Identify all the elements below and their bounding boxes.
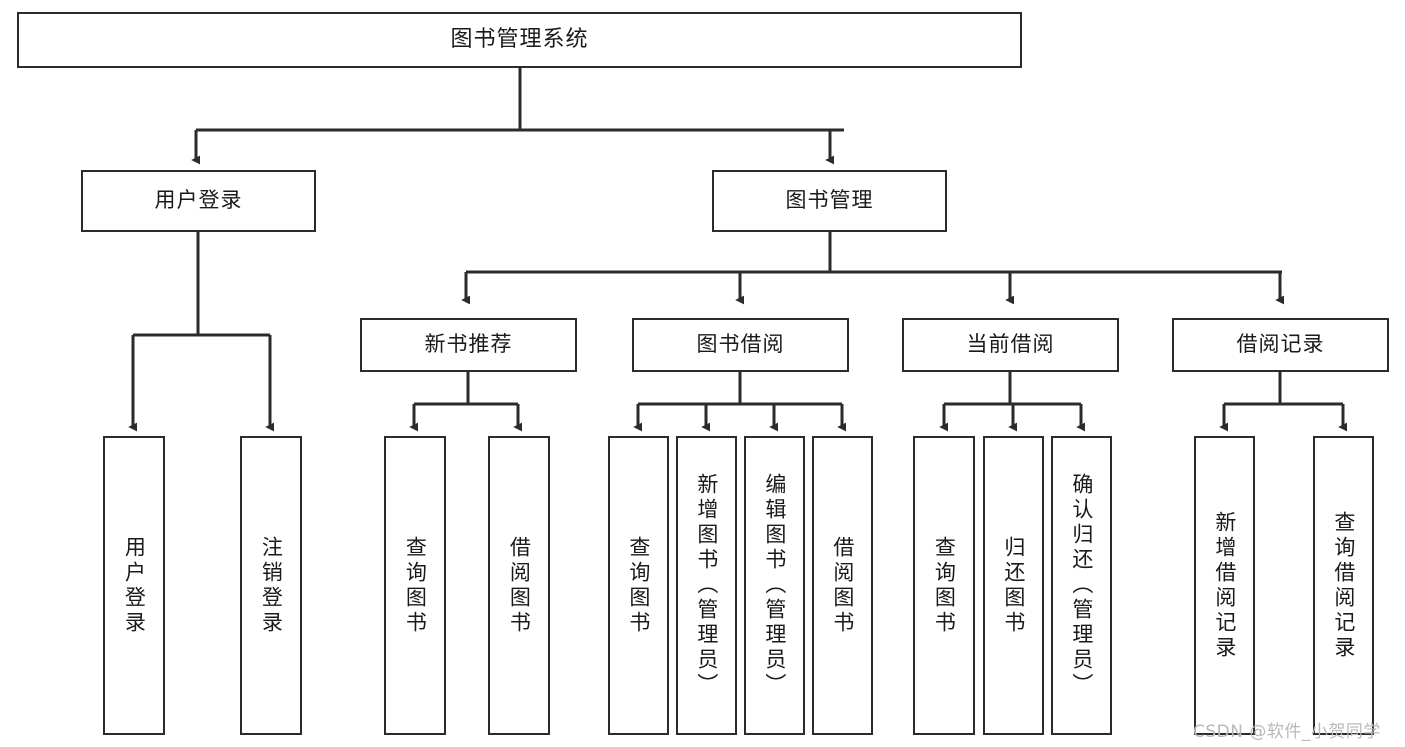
node-label: 借阅图书	[507, 535, 532, 636]
node-leaf-user-login[interactable]: 用户登录	[103, 436, 165, 735]
node-label: 借阅图书	[830, 535, 855, 636]
node-label: 新增图书（管理员）	[694, 473, 719, 698]
node-leaf-query-book-2[interactable]: 查询图书	[608, 436, 669, 735]
node-leaf-query-record[interactable]: 查询借阅记录	[1313, 436, 1374, 735]
node-leaf-user-logout[interactable]: 注销登录	[240, 436, 302, 735]
node-leaf-query-book-3[interactable]: 查询图书	[913, 436, 975, 735]
node-borrow-record[interactable]: 借阅记录	[1172, 318, 1389, 372]
node-book-borrow[interactable]: 图书借阅	[632, 318, 849, 372]
node-book-manage[interactable]: 图书管理	[712, 170, 947, 232]
node-leaf-edit-book[interactable]: 编辑图书（管理员）	[744, 436, 805, 735]
node-label: 用户登录	[122, 535, 147, 636]
node-label: 查询图书	[403, 535, 428, 636]
node-leaf-add-record[interactable]: 新增借阅记录	[1194, 436, 1255, 735]
node-label: 查询借阅记录	[1331, 510, 1356, 661]
node-new-book-recommend[interactable]: 新书推荐	[360, 318, 577, 372]
node-label: 新增借阅记录	[1212, 510, 1237, 661]
node-leaf-confirm-return[interactable]: 确认归还（管理员）	[1051, 436, 1112, 735]
node-leaf-query-book-1[interactable]: 查询图书	[384, 436, 446, 735]
node-label: 注销登录	[259, 535, 284, 636]
node-root-system[interactable]: 图书管理系统	[17, 12, 1022, 68]
node-label: 编辑图书（管理员）	[762, 473, 787, 698]
node-leaf-return-book[interactable]: 归还图书	[983, 436, 1044, 735]
node-leaf-borrow-book-2[interactable]: 借阅图书	[812, 436, 873, 735]
node-label: 查询图书	[626, 535, 651, 636]
node-label: 归还图书	[1001, 535, 1026, 636]
node-label: 查询图书	[932, 535, 957, 636]
node-label: 确认归还（管理员）	[1069, 473, 1094, 698]
node-leaf-add-book[interactable]: 新增图书（管理员）	[676, 436, 737, 735]
node-leaf-borrow-book-1[interactable]: 借阅图书	[488, 436, 550, 735]
node-current-borrow[interactable]: 当前借阅	[902, 318, 1119, 372]
node-user-login[interactable]: 用户登录	[81, 170, 316, 232]
csdn-watermark: CSDN @软件_小贺同学	[1193, 722, 1381, 742]
